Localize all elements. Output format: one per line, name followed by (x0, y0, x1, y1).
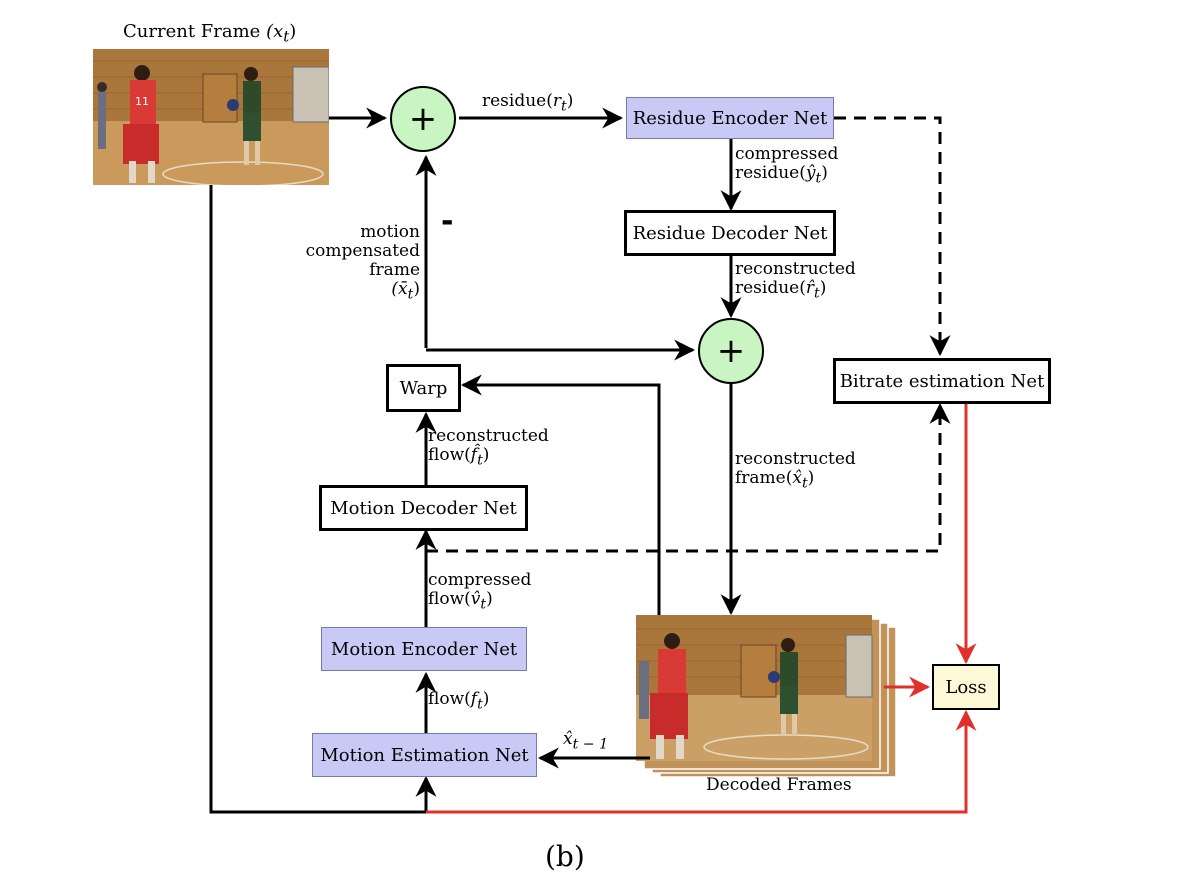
label-compressed: compressed (735, 144, 839, 164)
residue-decoder-net: Residue Decoder Net (624, 210, 836, 256)
label-reconstructed-residue: reconstructed residue(r̂t) (735, 259, 856, 302)
motion-encoder-net: Motion Encoder Net (321, 627, 527, 671)
label-previous-frame: x̂t − 1 (563, 729, 609, 753)
label-reconstructed-frame: reconstructed frame(x̂t) (735, 449, 856, 492)
residue-encoder-net: Residue Encoder Net (626, 97, 834, 139)
label-compressed-residue: compressed residue(ŷt) (735, 144, 839, 187)
wire-frame-to-loss (426, 709, 977, 814)
label-reconstructed-flow: reconstructed flow(f̂t) (428, 426, 549, 469)
decoded-frames-stack (636, 615, 896, 777)
plus-icon: + (408, 99, 438, 139)
motion-estimation-net: Motion Estimation Net (312, 733, 537, 777)
label-decoded-frames: Decoded Frames (706, 775, 852, 795)
label-motion-compensated-frame: motion compensated frame (x̄t) (305, 222, 420, 303)
current-frame-var: (x (266, 21, 284, 42)
plus-icon: + (716, 331, 746, 371)
wire-dashed-motion-to-bitrate (426, 402, 951, 553)
wire-decoded-to-warp (460, 374, 661, 615)
wire-dashed-residue-to-bitrate (834, 116, 951, 357)
minus-sign: - (441, 204, 454, 239)
label-compressed-flow: compressed flow(v̂t) (428, 570, 532, 613)
current-frame-close: ) (289, 21, 297, 42)
figure-caption: (b) (545, 840, 585, 873)
svg-text:11: 11 (135, 95, 149, 108)
adder-reconstruction: + (698, 318, 764, 384)
current-frame-title: Current Frame (xt) (123, 22, 296, 47)
label-residue: residue(rt) (482, 91, 574, 115)
bitrate-estimation-net: Bitrate estimation Net (833, 358, 1051, 404)
warp-box: Warp (386, 364, 461, 412)
current-frame-text: Current Frame (123, 21, 261, 42)
loss-box: Loss (932, 664, 1000, 710)
wire-frame-to-estimation (209, 185, 437, 814)
current-frame-photo: 11 (93, 49, 329, 185)
label-flow: flow(ft) (428, 689, 490, 713)
adder-residue: + (390, 86, 456, 152)
current-frame-sub: t (283, 27, 290, 46)
motion-decoder-net: Motion Decoder Net (319, 485, 528, 531)
